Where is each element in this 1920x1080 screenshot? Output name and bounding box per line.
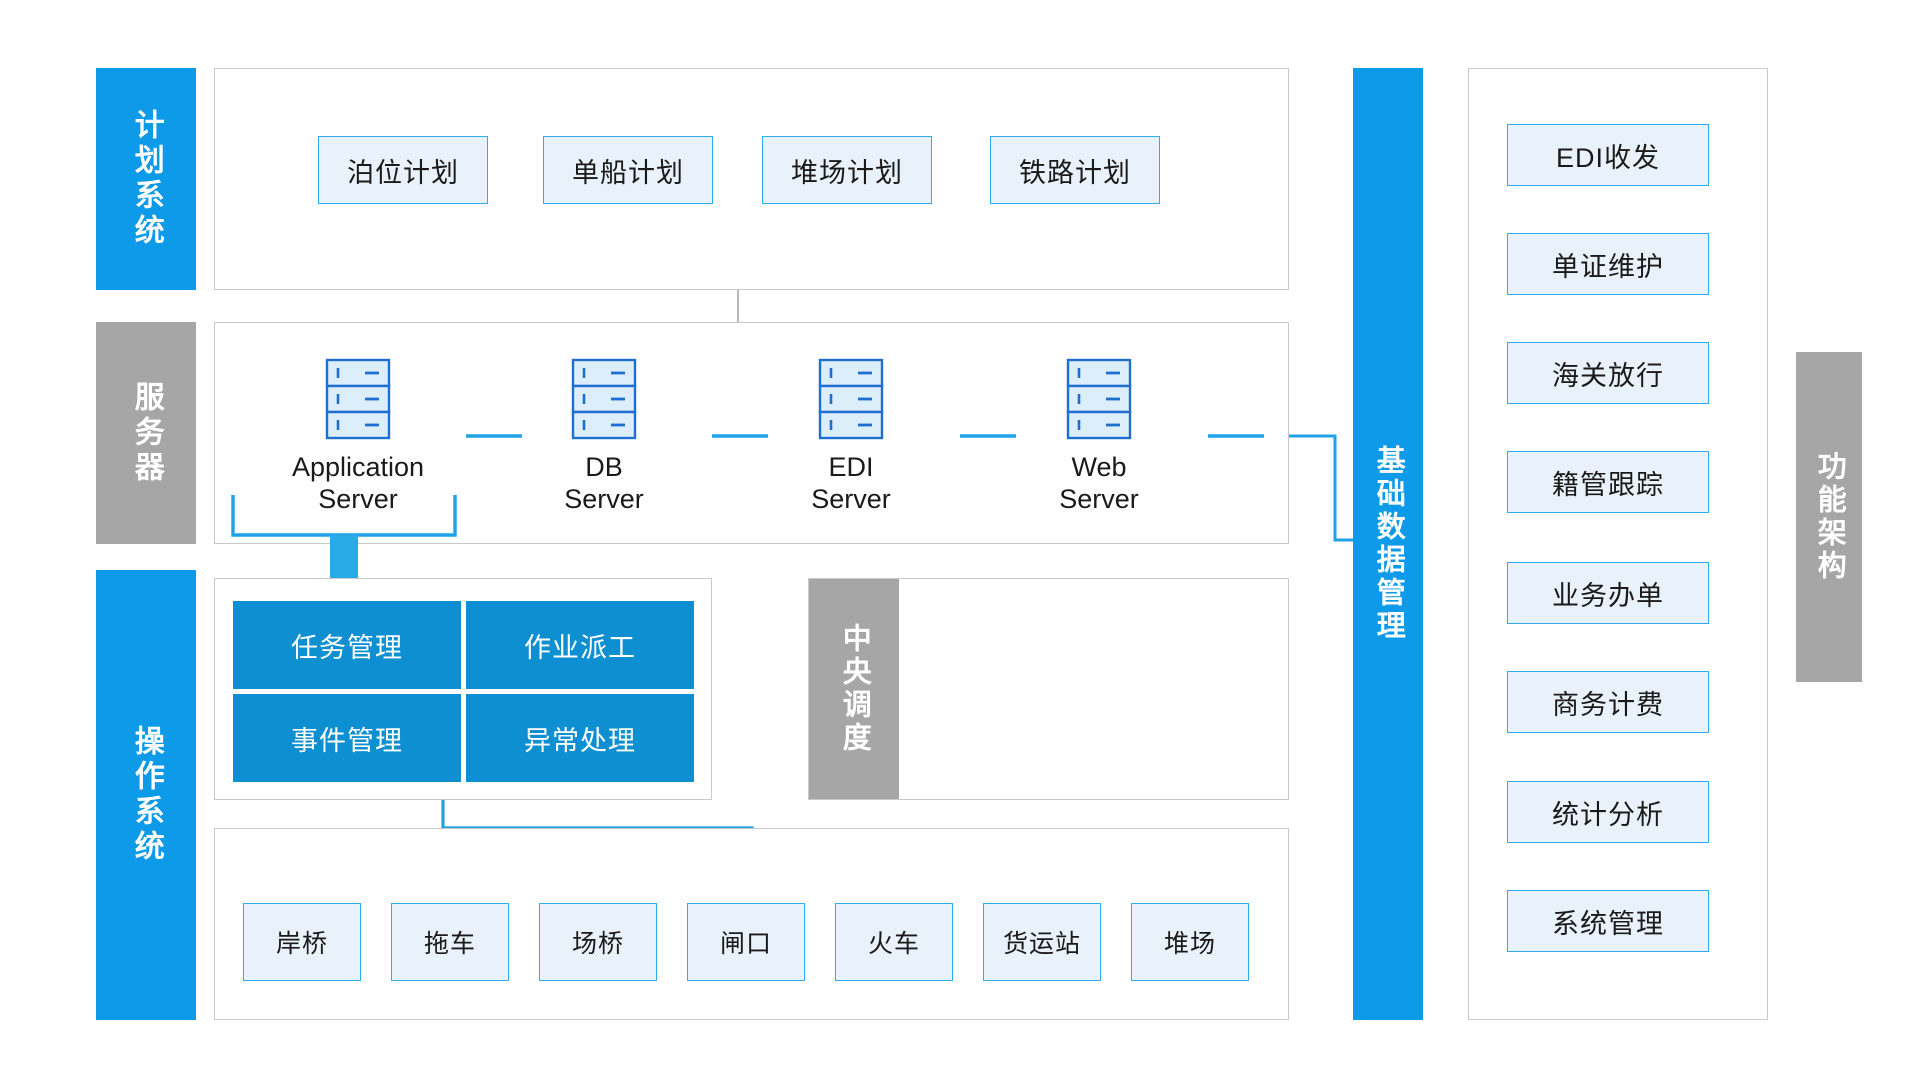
- planning-chip-3-label: 堆场计划: [791, 157, 903, 188]
- operation-tile-3-label: 事件管理: [291, 725, 403, 756]
- function-chip-3-label: 海关放行: [1552, 360, 1664, 391]
- operation-tile-4-label: 异常处理: [524, 725, 636, 756]
- band-server-label: 服务器: [129, 380, 163, 486]
- equipment-chip-6[interactable]: 货运站: [983, 903, 1101, 981]
- function-chip-6-label: 商务计费: [1552, 689, 1664, 720]
- equipment-chip-7-label: 堆场: [1163, 930, 1216, 958]
- band-planning-system: 计划系统: [96, 68, 196, 290]
- equipment-chip-7[interactable]: 堆场: [1131, 903, 1249, 981]
- function-chip-2-label: 单证维护: [1552, 251, 1664, 282]
- server-label-4-line2: Server: [1059, 483, 1139, 514]
- band-operation-system: 操作系统: [96, 570, 196, 1020]
- server-label-3-line1: EDI: [828, 452, 874, 482]
- operation-tile-2-label: 作业派工: [524, 632, 636, 663]
- band-central-dispatch-label: 中央调度: [838, 623, 871, 755]
- equipment-chip-4[interactable]: 闸口: [687, 903, 805, 981]
- equipment-chip-3[interactable]: 场桥: [539, 903, 657, 981]
- function-chip-7-label: 统计分析: [1552, 799, 1664, 830]
- planning-chip-4[interactable]: 铁路计划: [990, 136, 1160, 204]
- band-basic-data-label: 基础数据管理: [1372, 445, 1405, 643]
- operation-tile-1-label: 任务管理: [291, 632, 403, 663]
- planning-chip-3[interactable]: 堆场计划: [762, 136, 932, 204]
- function-chip-2[interactable]: 单证维护: [1507, 233, 1709, 295]
- server-label-2-line1: DB: [585, 452, 623, 482]
- operation-tile-4[interactable]: 异常处理: [466, 694, 694, 782]
- equipment-chip-2-label: 拖车: [423, 930, 476, 958]
- function-chip-5-label: 业务办单: [1552, 580, 1664, 611]
- function-chip-8[interactable]: 系统管理: [1507, 890, 1709, 952]
- function-chip-7[interactable]: 统计分析: [1507, 781, 1709, 843]
- band-function-arch-label: 功能架构: [1813, 451, 1846, 583]
- operation-tile-2[interactable]: 作业派工: [466, 601, 694, 689]
- equipment-chip-5-label: 火车: [867, 930, 920, 958]
- function-chip-4[interactable]: 籍管跟踪: [1507, 451, 1709, 513]
- connector-planning-to-server: [737, 290, 739, 322]
- band-basic-data-management: 基础数据管理: [1353, 68, 1423, 1020]
- operation-tile-1[interactable]: 任务管理: [233, 601, 461, 689]
- server-label-1-line2: Server: [318, 483, 398, 514]
- equipment-chip-6-label: 货运站: [1002, 930, 1081, 958]
- server-label-4-line1: Web: [1071, 452, 1127, 482]
- function-chip-1[interactable]: EDI收发: [1507, 124, 1709, 186]
- server-label-2: DB Server: [504, 452, 704, 516]
- server-label-2-line2: Server: [564, 483, 644, 514]
- equipment-chip-3-label: 场桥: [571, 930, 624, 958]
- function-chip-5[interactable]: 业务办单: [1507, 562, 1709, 624]
- planning-chip-1-label: 泊位计划: [347, 157, 459, 188]
- planning-chip-2[interactable]: 单船计划: [543, 136, 713, 204]
- planning-chip-1[interactable]: 泊位计划: [318, 136, 488, 204]
- server-label-3: EDI Server: [751, 452, 951, 516]
- band-planning-label: 计划系统: [129, 109, 163, 249]
- function-chip-3[interactable]: 海关放行: [1507, 342, 1709, 404]
- function-chip-8-label: 系统管理: [1552, 908, 1664, 939]
- band-central-dispatch: 中央调度: [809, 579, 899, 799]
- planning-chip-4-label: 铁路计划: [1019, 157, 1131, 188]
- band-server: 服务器: [96, 322, 196, 544]
- server-label-3-line2: Server: [811, 483, 891, 514]
- band-operation-label: 操作系统: [129, 725, 163, 865]
- equipment-chip-1-label: 岸桥: [275, 930, 328, 958]
- equipment-chip-4-label: 闸口: [719, 930, 772, 958]
- function-chip-6[interactable]: 商务计费: [1507, 671, 1709, 733]
- operation-tile-3[interactable]: 事件管理: [233, 694, 461, 782]
- server-label-1-line1: Application: [291, 452, 425, 482]
- function-chip-4-label: 籍管跟踪: [1552, 469, 1664, 500]
- equipment-chip-5[interactable]: 火车: [835, 903, 953, 981]
- server-label-1: Application Server: [258, 452, 458, 516]
- planning-chip-2-label: 单船计划: [572, 157, 684, 188]
- equipment-chip-2[interactable]: 拖车: [391, 903, 509, 981]
- function-chip-1-label: EDI收发: [1555, 142, 1660, 173]
- server-label-4: Web Server: [999, 452, 1199, 516]
- function-list-panel: [1468, 68, 1768, 1020]
- equipment-chip-1[interactable]: 岸桥: [243, 903, 361, 981]
- band-function-architecture: 功能架构: [1796, 352, 1862, 682]
